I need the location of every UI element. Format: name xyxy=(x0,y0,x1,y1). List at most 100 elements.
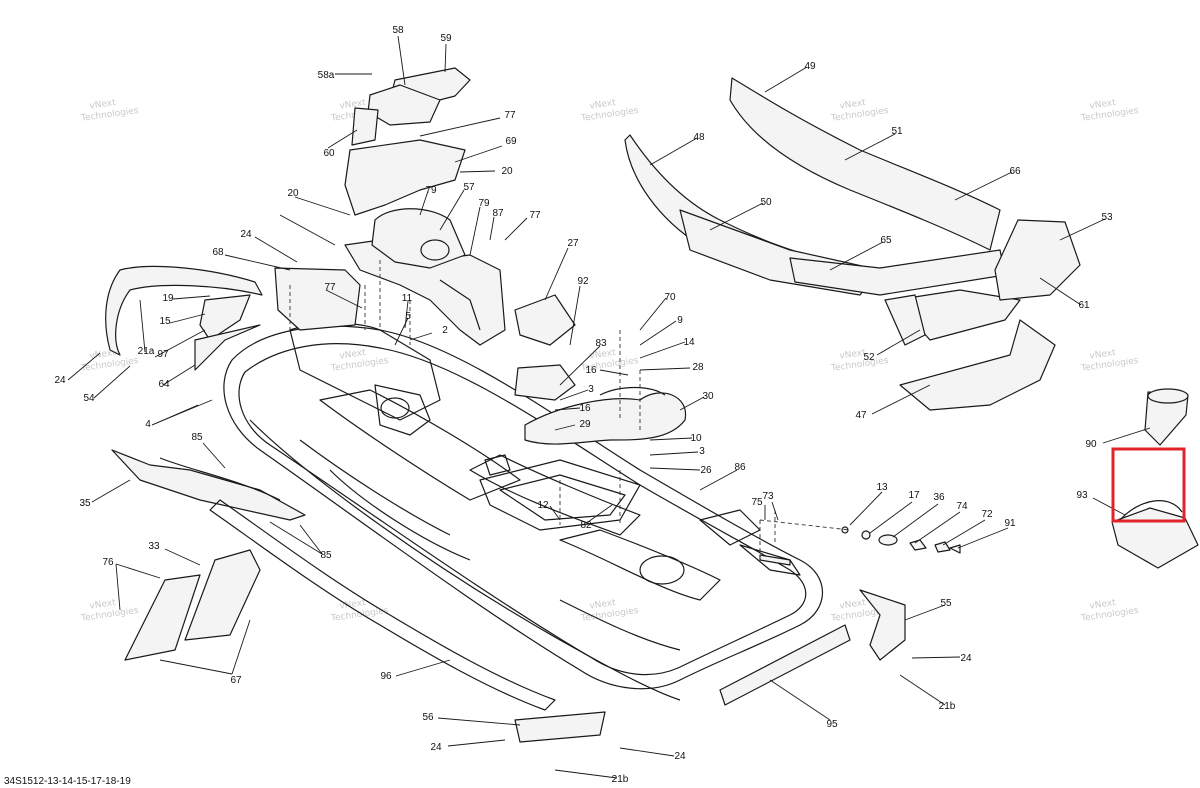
callout-label: 19 xyxy=(162,293,174,304)
callout-label: 21b xyxy=(939,701,956,712)
callout-label: 16 xyxy=(585,365,597,376)
callout-label: 77 xyxy=(529,210,541,221)
callout-label: 95 xyxy=(826,719,838,730)
callout-label: 64 xyxy=(158,379,170,390)
footrest-mats xyxy=(124,549,261,661)
callout-label: 24 xyxy=(674,751,686,762)
callout-label: 91 xyxy=(1004,518,1016,529)
callout-label: 15 xyxy=(159,316,171,327)
callout-label: 5 xyxy=(405,311,411,322)
callout-label: 56 xyxy=(422,712,434,723)
callout-label: 3 xyxy=(588,384,594,395)
callout-label: 36 xyxy=(933,492,945,503)
callout-label: 58 xyxy=(392,25,404,36)
callout-label: 58a xyxy=(318,70,335,81)
callout-label: 66 xyxy=(1009,166,1021,177)
front-console xyxy=(344,67,506,346)
seat-cover-parts xyxy=(624,77,1081,411)
callout-label: 86 xyxy=(734,462,746,473)
callout-label: 70 xyxy=(664,292,676,303)
callout-label: 59 xyxy=(440,33,452,44)
callout-label: 47 xyxy=(855,410,867,421)
callout-label: 55 xyxy=(940,598,952,609)
callout-label: 68 xyxy=(212,247,224,258)
callout-label: 24 xyxy=(960,653,972,664)
callout-label: 79 xyxy=(478,198,490,209)
rub-rail xyxy=(209,499,556,711)
callout-label: 65 xyxy=(880,235,892,246)
callout-label: 11 xyxy=(402,293,413,304)
callout-label: 92 xyxy=(577,276,589,287)
reference-code: 34S1512-13-14-15-17-18-19 xyxy=(4,776,131,787)
callout-label: 85 xyxy=(191,432,203,443)
callout-label: 4 xyxy=(145,419,151,430)
watermark-text: vNext xyxy=(589,348,617,362)
callout-label: 21a xyxy=(138,346,155,357)
callout-label: 82 xyxy=(580,520,592,531)
callout-label: 69 xyxy=(505,136,517,147)
callout-label: 85 xyxy=(320,550,332,561)
watermark-text: vNext xyxy=(1089,98,1117,112)
highlight-box xyxy=(1111,447,1186,523)
callout-label: 2 xyxy=(442,325,448,336)
callout-label: 67 xyxy=(230,675,242,686)
callout-label: 14 xyxy=(683,337,695,348)
watermark-text: vNext xyxy=(589,598,617,612)
watermark-text: vNext xyxy=(339,348,367,362)
callout-label: 72 xyxy=(981,509,993,520)
watermark-text: vNext xyxy=(839,348,867,362)
callout-label: 35 xyxy=(79,498,91,509)
callout-label: 21b xyxy=(612,774,629,785)
side-skirt-left xyxy=(111,449,306,521)
callout-label: 20 xyxy=(501,166,513,177)
callout-label: 87 xyxy=(492,208,504,219)
watermark-text: vNext xyxy=(1089,348,1117,362)
callout-label: 75 xyxy=(751,497,763,508)
watermark-text: vNext xyxy=(1089,598,1117,612)
watermark-text: vNext xyxy=(89,98,117,112)
callout-label: 83 xyxy=(595,338,607,349)
watermark-text: vNext xyxy=(89,598,117,612)
callout-label: 52 xyxy=(863,352,875,363)
callout-label: 50 xyxy=(760,197,772,208)
watermark-text: vNext xyxy=(839,598,867,612)
callout-label: 9 xyxy=(677,315,683,326)
callout-label: 30 xyxy=(702,391,714,402)
storage-items xyxy=(514,294,906,743)
callout-label: 77 xyxy=(324,282,336,293)
callout-label: 24 xyxy=(54,375,66,386)
assembly-lines xyxy=(289,260,851,560)
callout-label: 93 xyxy=(1076,490,1088,501)
watermark-text: vNext xyxy=(339,598,367,612)
callout-label: 53 xyxy=(1101,212,1113,223)
watermark-text: vNext xyxy=(589,98,617,112)
callout-label: 27 xyxy=(567,238,579,249)
leader-lines xyxy=(67,35,1151,779)
callout-label: 10 xyxy=(690,433,702,444)
watermark-text: vNext xyxy=(839,98,867,112)
callout-label: 49 xyxy=(804,61,816,72)
callout-label: 96 xyxy=(380,671,392,682)
fasteners xyxy=(759,526,961,566)
callout-label: 24 xyxy=(240,229,252,240)
callout-label: 3 xyxy=(699,446,705,457)
callout-label: 48 xyxy=(693,132,705,143)
callout-label: 73 xyxy=(762,491,774,502)
side-panels-left xyxy=(105,265,361,371)
callout-label: 28 xyxy=(692,362,704,373)
callout-label: 24 xyxy=(430,742,442,753)
callout-label: 90 xyxy=(1085,439,1097,450)
callout-label: 33 xyxy=(148,541,160,552)
rear-handle xyxy=(524,386,687,445)
callout-label: 97 xyxy=(157,349,169,360)
callout-label: 76 xyxy=(102,557,114,568)
callout-label: 26 xyxy=(700,465,712,476)
callout-label: 54 xyxy=(83,393,95,404)
callout-label: 16 xyxy=(579,403,591,414)
callout-label: 17 xyxy=(908,490,920,501)
callout-label: 12 xyxy=(537,500,549,511)
watermark-text: vNext xyxy=(89,348,117,362)
callout-label: 79 xyxy=(425,185,437,196)
